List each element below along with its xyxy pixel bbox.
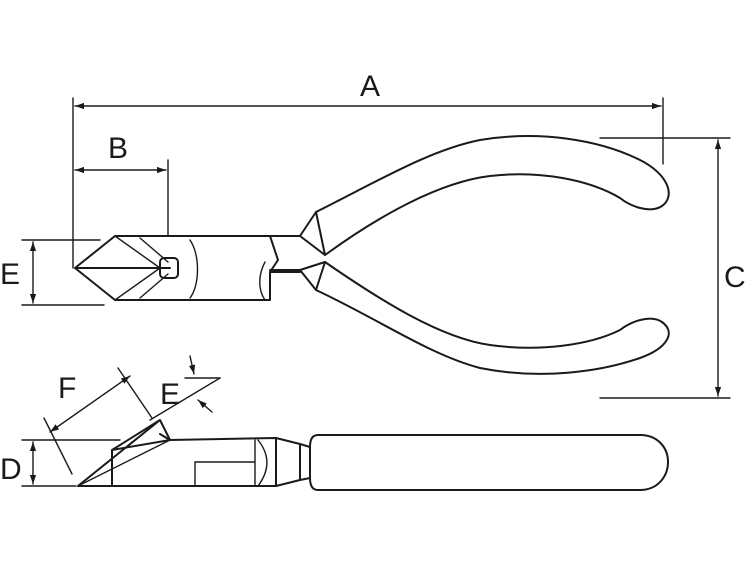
label-b: B	[108, 132, 128, 165]
dimension-e-side	[149, 355, 221, 421]
upper-handle	[315, 135, 670, 256]
side-neck	[275, 437, 311, 487]
pliers-side-view	[77, 419, 669, 491]
lower-neck	[269, 261, 326, 291]
dimension-c	[599, 137, 731, 399]
side-body-curve	[257, 439, 268, 487]
side-body-step	[194, 439, 256, 487]
pliers-top-view	[74, 135, 670, 375]
label-a: A	[360, 70, 380, 103]
lower-handle	[315, 261, 670, 375]
side-body	[111, 433, 277, 487]
blade-edge	[77, 439, 171, 487]
dimension-b	[74, 159, 169, 237]
dimension-a	[72, 97, 664, 269]
dimension-e-top	[21, 239, 105, 306]
label-f: F	[58, 372, 76, 405]
jaw-bevel-lines	[114, 235, 169, 301]
label-d: D	[0, 453, 22, 486]
dimension-f	[43, 367, 153, 475]
side-blade	[77, 419, 171, 487]
dimension-d	[21, 439, 121, 487]
upper-neck	[269, 211, 326, 256]
side-handle	[309, 434, 669, 491]
label-e-top: E	[0, 258, 20, 291]
head-curve	[189, 239, 266, 301]
pivot-rivet	[159, 257, 179, 279]
label-e-side: E	[160, 378, 180, 411]
pliers-head	[169, 235, 301, 301]
label-c: C	[724, 261, 746, 294]
